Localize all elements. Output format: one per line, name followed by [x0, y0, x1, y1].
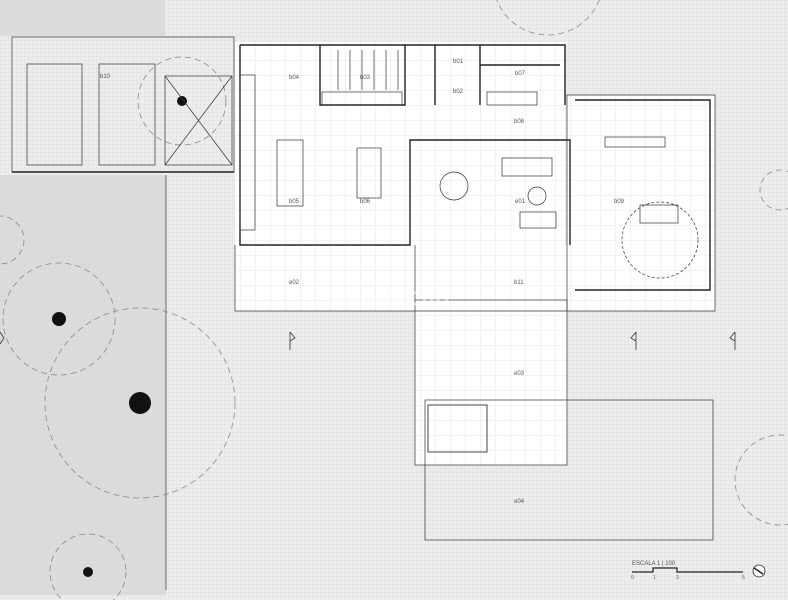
section-markers: [0, 331, 736, 350]
label-e03: e03: [514, 371, 525, 377]
room-labels: b10 b04 b03 b01 b02 b07 b08 b05 b06 e01 …: [100, 59, 625, 505]
label-b07: b07: [515, 71, 526, 77]
scale-bar: ESCALA 1 | 100 0 1 3 5: [631, 561, 766, 581]
building: [234, 42, 716, 541]
label-b05: b05: [289, 199, 300, 205]
label-e01: e01: [515, 199, 526, 205]
svg-text:0: 0: [631, 575, 634, 581]
svg-text:1: 1: [653, 575, 656, 581]
label-e02: e02: [289, 280, 300, 286]
label-b10: b10: [100, 74, 111, 80]
label-b06: b06: [360, 199, 371, 205]
svg-text:3: 3: [676, 575, 679, 581]
north-arrow-icon: [752, 564, 766, 578]
deck-e04: [424, 399, 714, 541]
label-b01: b01: [453, 59, 464, 65]
label-b11: b11: [514, 280, 524, 286]
svg-text:5: 5: [742, 575, 745, 581]
label-b03: b03: [360, 75, 371, 81]
label-b09: b09: [614, 199, 625, 205]
scale-label: ESCALA 1 | 100: [632, 561, 676, 567]
garden-strip-top: [0, 0, 165, 36]
label-b08: b08: [514, 119, 525, 125]
label-b02: b02: [453, 89, 464, 95]
label-e04: e04: [514, 499, 525, 505]
label-b04: b04: [289, 75, 300, 81]
watermark: habitaclia: [330, 281, 450, 311]
terrace-b10: [11, 36, 235, 173]
